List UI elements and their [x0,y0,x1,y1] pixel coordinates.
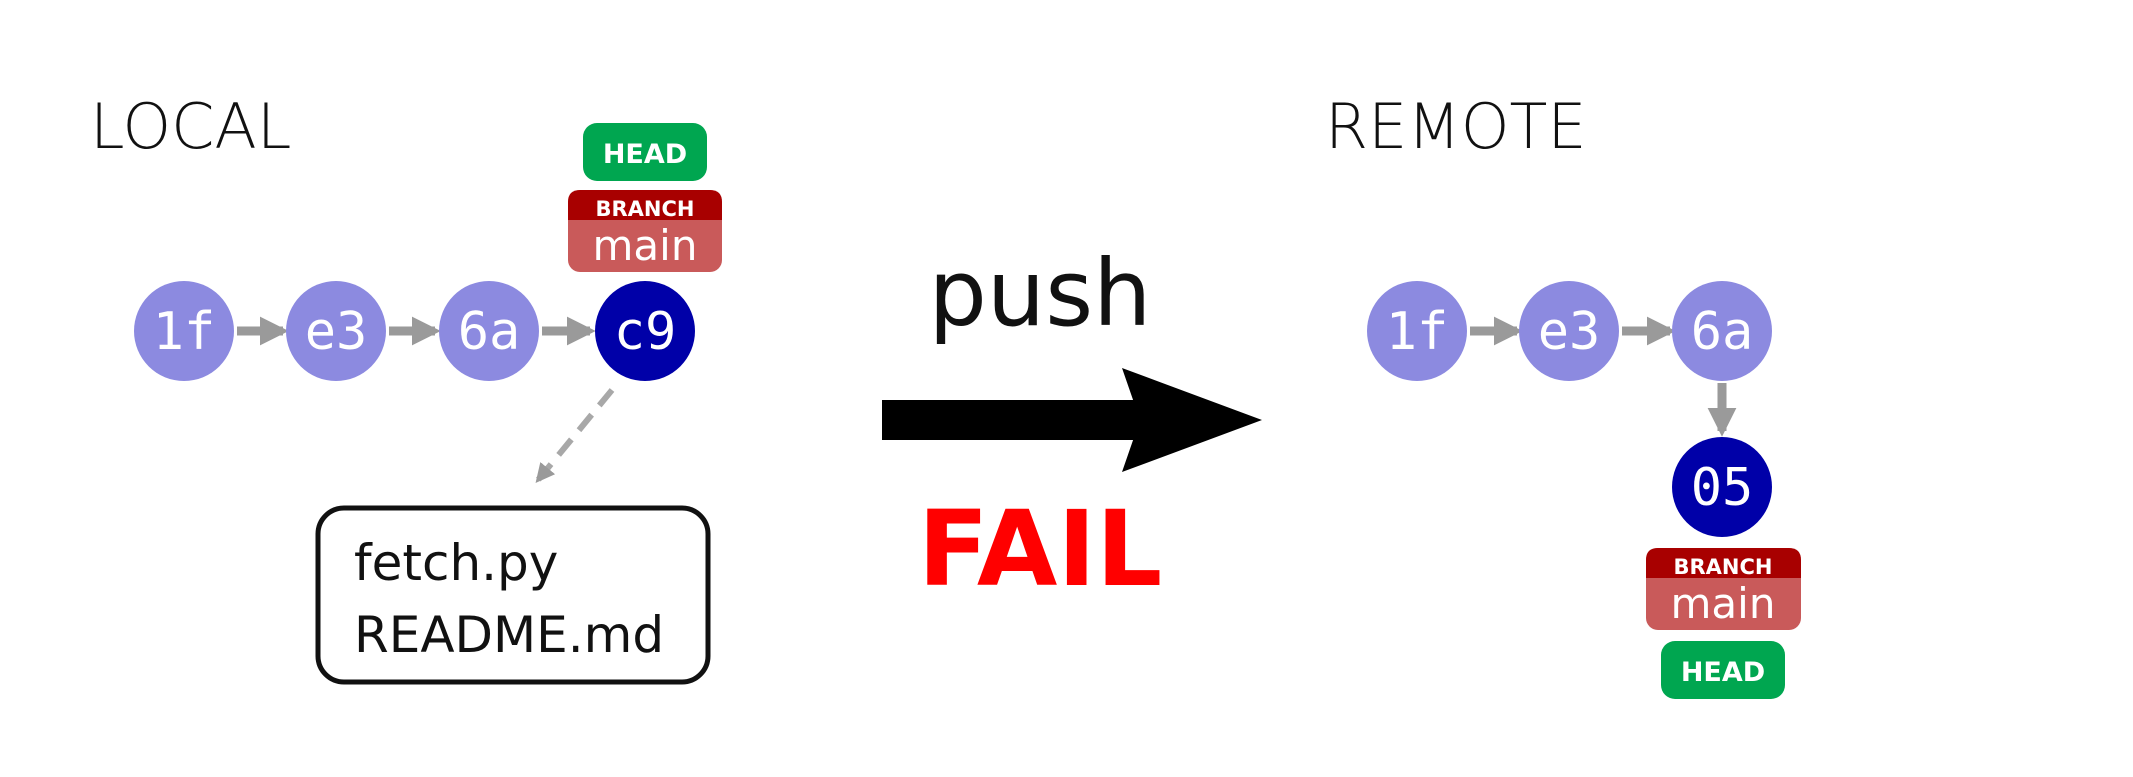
local-commit-6a-label: 6a [458,302,521,362]
local-commit-c9-label: c9 [614,302,677,362]
local-commit-e3-label: e3 [305,302,368,362]
local-file-2: README.md [354,606,664,664]
local-commit-1f: 1f [134,281,234,381]
local-title: LOCAL [90,90,291,163]
remote-title: REMOTE [1325,90,1587,163]
remote-commit-05: 05 [1672,437,1772,537]
local-files-dashed-arrow [535,388,615,483]
fail-label: FAIL [918,488,1163,610]
push-arrow [882,368,1262,472]
remote-branch-name: main [1671,579,1776,628]
local-branch-label: BRANCH [596,197,695,221]
remote-commit-1f: 1f [1367,281,1467,381]
remote-branch-label: BRANCH [1674,555,1773,579]
remote-commit-6a: 6a [1672,281,1772,381]
remote-commit-arrows [1470,316,1737,437]
remote-commit-05-label: 05 [1691,458,1754,518]
local-file-1: fetch.py [354,534,558,592]
remote-head-badge: HEAD [1661,641,1785,699]
local-files-box: fetch.py README.md [315,505,711,685]
local-head-badge: HEAD [583,123,707,181]
local-head-label: HEAD [603,139,687,170]
local-commit-6a: 6a [439,281,539,381]
remote-commit-6a-label: 6a [1691,302,1754,362]
remote-branch-badge: BRANCH main [1646,548,1801,630]
remote-commit-1f-label: 1f [1386,302,1449,362]
push-label: push [929,240,1152,347]
remote-commit-e3-label: e3 [1538,302,1601,362]
local-commit-c9: c9 [595,281,695,381]
local-branch-badge: BRANCH main [568,190,722,272]
local-commit-1f-label: 1f [153,302,216,362]
local-commit-e3: e3 [286,281,386,381]
remote-head-label: HEAD [1681,657,1765,688]
local-branch-name: main [593,221,698,270]
remote-commit-e3: e3 [1519,281,1619,381]
